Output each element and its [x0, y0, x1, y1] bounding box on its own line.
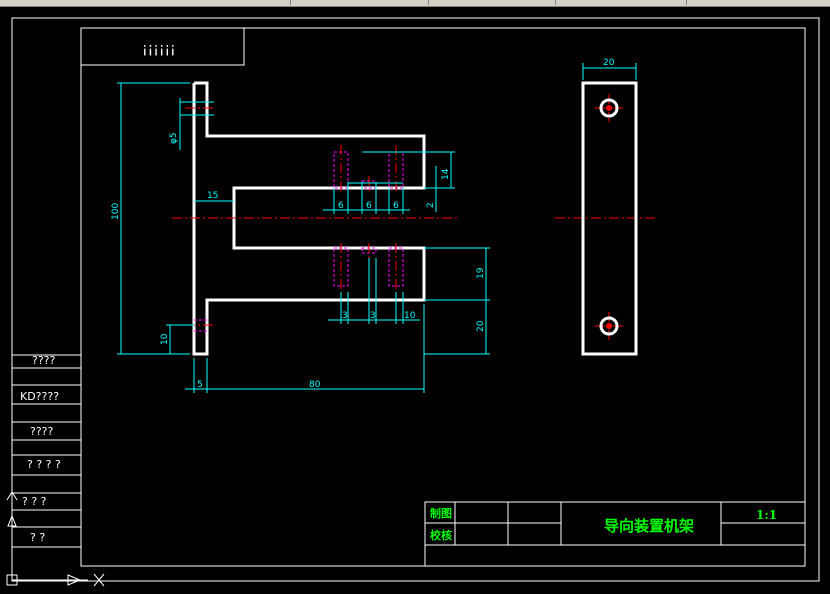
dimension-lines	[117, 63, 637, 393]
dim-web-thickness: 5	[197, 380, 203, 390]
toolbar-segment	[430, 0, 556, 5]
window-top-strip	[0, 0, 830, 7]
dim-bottom-spacing: 3	[342, 311, 348, 321]
left-cell-text: ? ? ?	[22, 495, 47, 508]
dim-slot-offset: 15	[207, 191, 218, 201]
left-column-table	[12, 354, 81, 548]
dim-total-length: 80	[309, 380, 321, 390]
left-cell-text: ????	[32, 354, 56, 367]
checked-by-label: 校核	[430, 528, 452, 542]
toolbar-segment	[0, 0, 291, 5]
left-cell-text: KD????	[20, 390, 59, 403]
dim-top-gap: 2	[426, 202, 436, 208]
left-cell-text: ????	[30, 425, 54, 438]
part-name: 导向装置机架	[604, 517, 694, 535]
dim-hole-diameter: φ5	[169, 132, 179, 144]
dim-top-spacing: 6	[366, 201, 372, 211]
dim-top-height: 14	[441, 168, 451, 180]
cad-drawing-canvas[interactable]: ¡¡¡¡¡¡ ???? KD???? ???? ? ? ? ? ? ? ? ? …	[0, 6, 830, 594]
scale-value: 1:1	[756, 508, 777, 522]
hole-circle	[599, 316, 619, 336]
toolbar-segment	[298, 0, 429, 5]
dim-lower-height: 19	[476, 267, 486, 279]
dim-bottom-spacing: 10	[404, 311, 416, 321]
dim-top-spacing: 6	[338, 201, 344, 211]
dim-top-spacing: 6	[393, 201, 399, 211]
dim-lower-base: 20	[476, 320, 486, 332]
dim-bottom-spacing: 3	[370, 311, 376, 321]
hole-center	[606, 323, 612, 329]
left-cell-text: ? ? ? ?	[27, 458, 61, 471]
dim-side-width: 20	[603, 58, 615, 68]
title-block	[424, 501, 806, 567]
toolbar-segment	[558, 0, 687, 5]
drawn-by-label: 制图	[430, 506, 452, 520]
side-view-outline	[581, 81, 638, 356]
left-cell-text: ? ?	[30, 531, 45, 544]
front-view-outline	[192, 81, 426, 356]
ucs-axis-icon	[6, 491, 105, 587]
hole-center	[606, 105, 612, 111]
side-view-holes	[599, 98, 619, 336]
title-box-text: ¡¡¡¡¡¡	[142, 41, 176, 57]
dim-bottom-flange: 10	[160, 333, 170, 345]
dim-total-height: 100	[111, 203, 121, 220]
hole-circle	[599, 98, 619, 118]
